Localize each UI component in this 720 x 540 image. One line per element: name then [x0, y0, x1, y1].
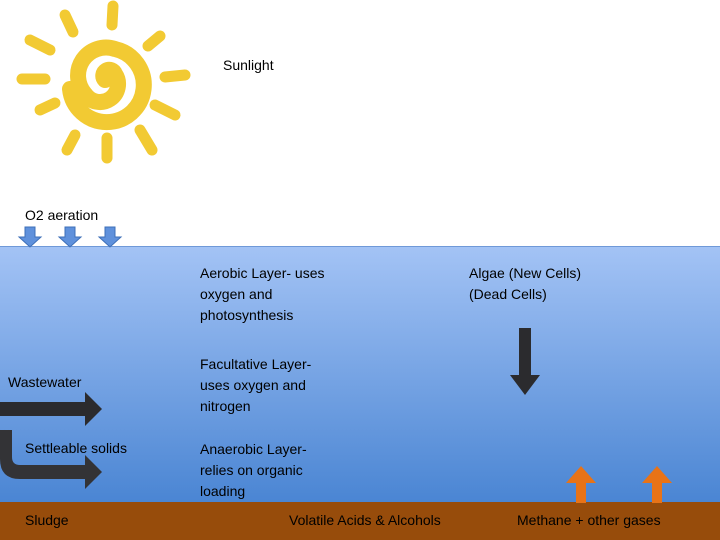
volatile-acids-label: Volatile Acids & Alcohols: [289, 512, 441, 528]
wastewater-label: Wastewater: [8, 374, 82, 390]
sunlight-label: Sunlight: [223, 57, 274, 73]
settleable-solids-label: Settleable solids: [25, 440, 127, 456]
methane-label: Methane + other gases: [517, 512, 661, 528]
gas-up-arrow-icon: [566, 466, 596, 503]
wastewater-arrow-icon: [0, 392, 102, 426]
aerobic-layer-label: Aerobic Layer- uses oxygen and photosynt…: [200, 265, 325, 323]
down-arrow-icon: [57, 226, 83, 248]
settleable-arrow-icon: [0, 430, 102, 489]
down-arrow-icon: [17, 226, 43, 248]
sludge-label: Sludge: [25, 512, 69, 528]
anaerobic-layer-label: Anaerobic Layer- relies on organic loadi…: [200, 441, 307, 499]
aeration-label: O2 aeration: [25, 207, 99, 223]
facultative-layer-label: Facultative Layer- uses oxygen and nitro…: [200, 356, 312, 414]
lagoon-water: [0, 246, 720, 503]
gas-up-arrow-icon: [642, 466, 672, 503]
sludge-layer: [0, 502, 720, 540]
algae-label: Algae (New Cells) (Dead Cells): [469, 265, 582, 302]
aeration-arrows: [17, 226, 123, 248]
down-arrow-icon: [97, 226, 123, 248]
flow-arrows: [0, 328, 672, 503]
down-arrow-icon: [510, 328, 540, 395]
sun-icon: [16, 0, 191, 164]
